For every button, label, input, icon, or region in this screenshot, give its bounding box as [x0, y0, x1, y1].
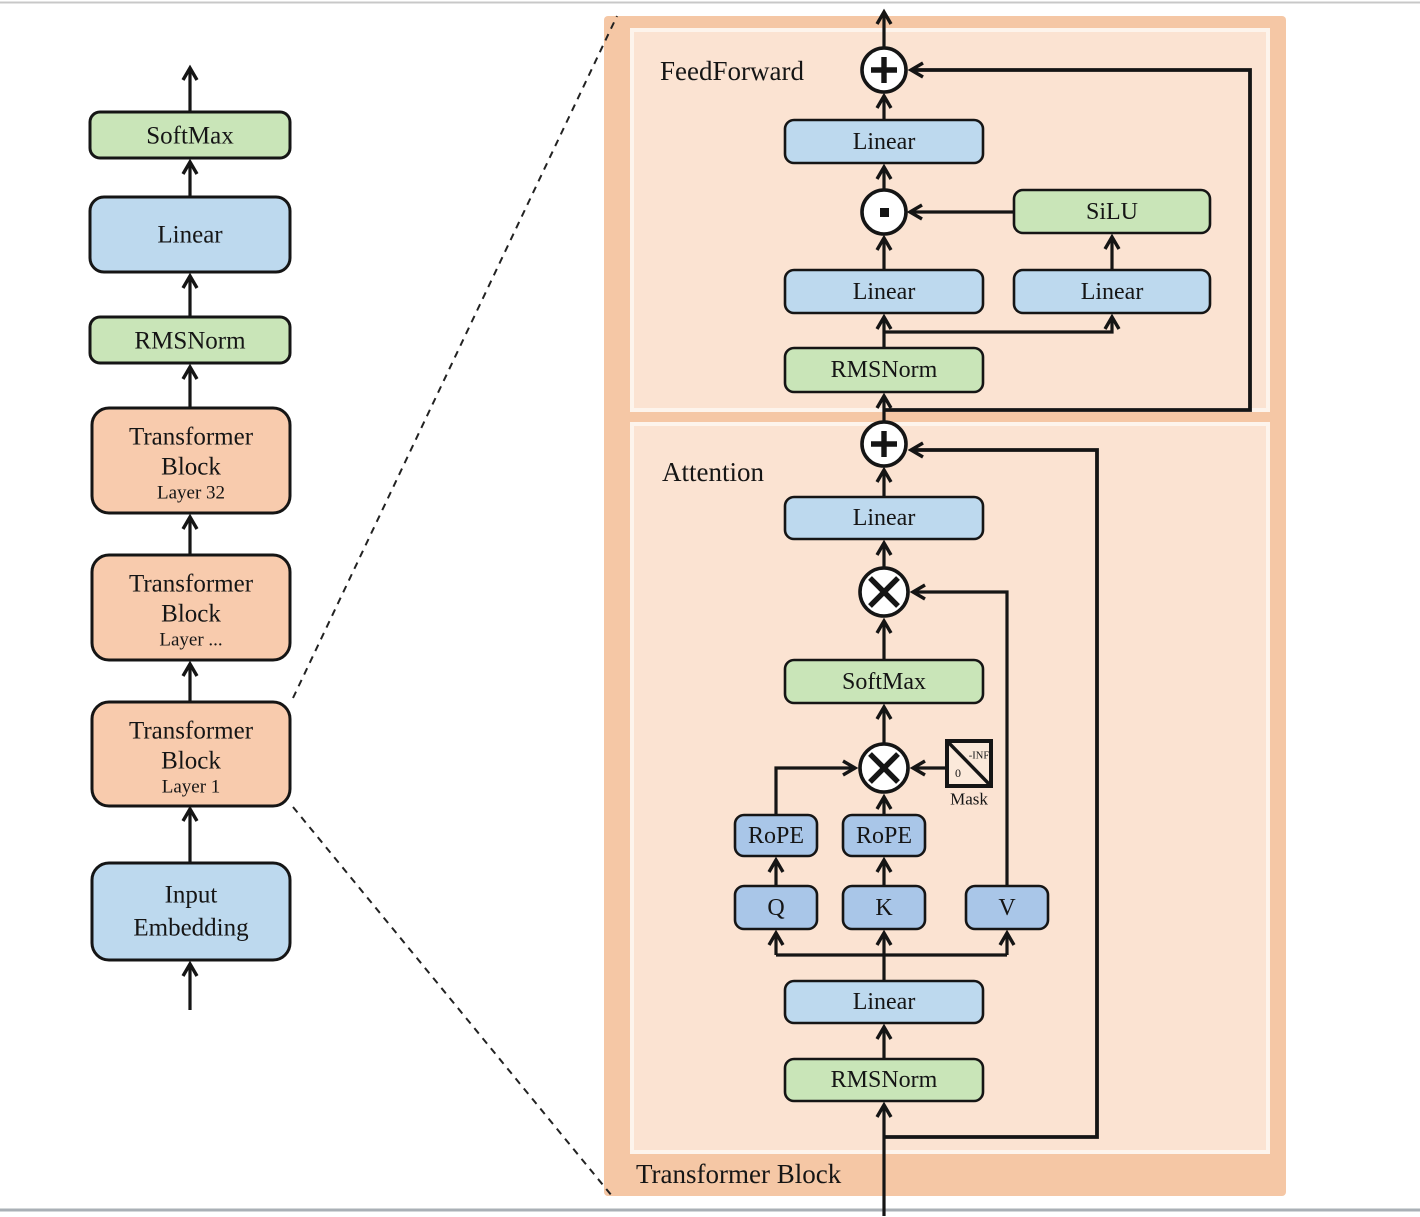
svg-text:Linear: Linear: [1081, 279, 1144, 305]
input-embedding-box: Input Embedding: [90, 861, 292, 962]
svg-text:Layer 32: Layer 32: [157, 483, 225, 504]
attn-linear-out-box: Linear: [783, 495, 985, 541]
attn-matmul-v-op: [858, 566, 910, 618]
svg-text:Transformer: Transformer: [129, 571, 254, 598]
connector-v-matmulv: [909, 583, 1009, 886]
svg-text:Embedding: Embedding: [133, 915, 249, 942]
svg-text:Layer 1: Layer 1: [162, 777, 221, 798]
causal-mask: -INF 0 Mask: [945, 739, 993, 809]
svg-text:V: V: [998, 895, 1016, 921]
attn-matmul-qk-op: [858, 742, 910, 794]
attn-add-op: [860, 420, 908, 468]
transformer-block-layer1-box: Transformer Block Layer 1: [90, 700, 292, 808]
zoom-dashed-line-top: [292, 15, 618, 699]
attn-linear-in-box: Linear: [783, 979, 985, 1025]
svg-text:Block: Block: [161, 748, 221, 775]
silu-box: SiLU: [1012, 188, 1212, 235]
connector-attention-residual: [884, 441, 1099, 1139]
ff-rmsnorm-box: RMSNorm: [783, 346, 985, 394]
left-rmsnorm-label: RMSNorm: [134, 328, 246, 355]
svg-text:K: K: [875, 895, 893, 921]
attn-softmax-box: SoftMax: [783, 658, 985, 705]
connector-ropeq-matmul: [774, 759, 859, 815]
svg-text:Input: Input: [165, 882, 218, 909]
svg-text:SiLU: SiLU: [1086, 199, 1138, 225]
mask-label: Mask: [950, 790, 988, 809]
svg-text:Linear: Linear: [853, 129, 916, 155]
transformer-block-layer32-box: Transformer Block Layer 32: [90, 406, 292, 515]
svg-text:-INF: -INF: [969, 751, 990, 762]
attention-section-label: Attention: [662, 457, 764, 487]
svg-text:Block: Block: [161, 454, 221, 481]
ff-linear-up-box: Linear: [1012, 268, 1212, 315]
feedforward-section-label: FeedForward: [660, 56, 804, 86]
svg-text:0: 0: [955, 766, 961, 780]
left-linear-box: Linear: [88, 195, 292, 274]
ff-add-op: [860, 46, 908, 94]
attn-rmsnorm-box: RMSNorm: [783, 1057, 985, 1103]
k-box: K: [841, 884, 927, 931]
svg-text:Layer ...: Layer ...: [159, 630, 222, 651]
svg-text:RMSNorm: RMSNorm: [831, 1067, 938, 1093]
left-softmax-box: SoftMax: [88, 110, 292, 160]
svg-text:Transformer: Transformer: [129, 718, 254, 745]
rope-q-box: RoPE: [733, 813, 819, 858]
connector-ff-residual: [884, 61, 1252, 412]
svg-text:RoPE: RoPE: [748, 823, 804, 849]
rope-k-box: RoPE: [841, 813, 927, 858]
transformer-block-layer-dots-box: Transformer Block Layer ...: [90, 553, 292, 662]
svg-text:SoftMax: SoftMax: [842, 669, 926, 695]
svg-text:RMSNorm: RMSNorm: [831, 357, 938, 383]
ff-linear-out-box: Linear: [783, 118, 985, 165]
svg-text:Linear: Linear: [853, 989, 916, 1015]
svg-text:RoPE: RoPE: [856, 823, 912, 849]
connector-branch-uplinear: [884, 313, 1121, 334]
svg-text:Q: Q: [767, 895, 784, 921]
zoom-dashed-line-bottom: [292, 806, 613, 1197]
left-linear-label: Linear: [157, 222, 223, 249]
v-box: V: [964, 884, 1050, 931]
ff-elementwise-multiply-op: [860, 188, 908, 236]
ff-linear-gate-box: Linear: [783, 268, 985, 315]
left-softmax-label: SoftMax: [146, 123, 234, 150]
q-box: Q: [733, 884, 819, 931]
svg-text:Block: Block: [161, 601, 221, 628]
svg-text:Linear: Linear: [853, 505, 916, 531]
transformer-block-panel-title: Transformer Block: [636, 1159, 842, 1189]
svg-text:Linear: Linear: [853, 279, 916, 305]
svg-text:Transformer: Transformer: [129, 424, 254, 451]
left-rmsnorm-box: RMSNorm: [88, 315, 292, 365]
